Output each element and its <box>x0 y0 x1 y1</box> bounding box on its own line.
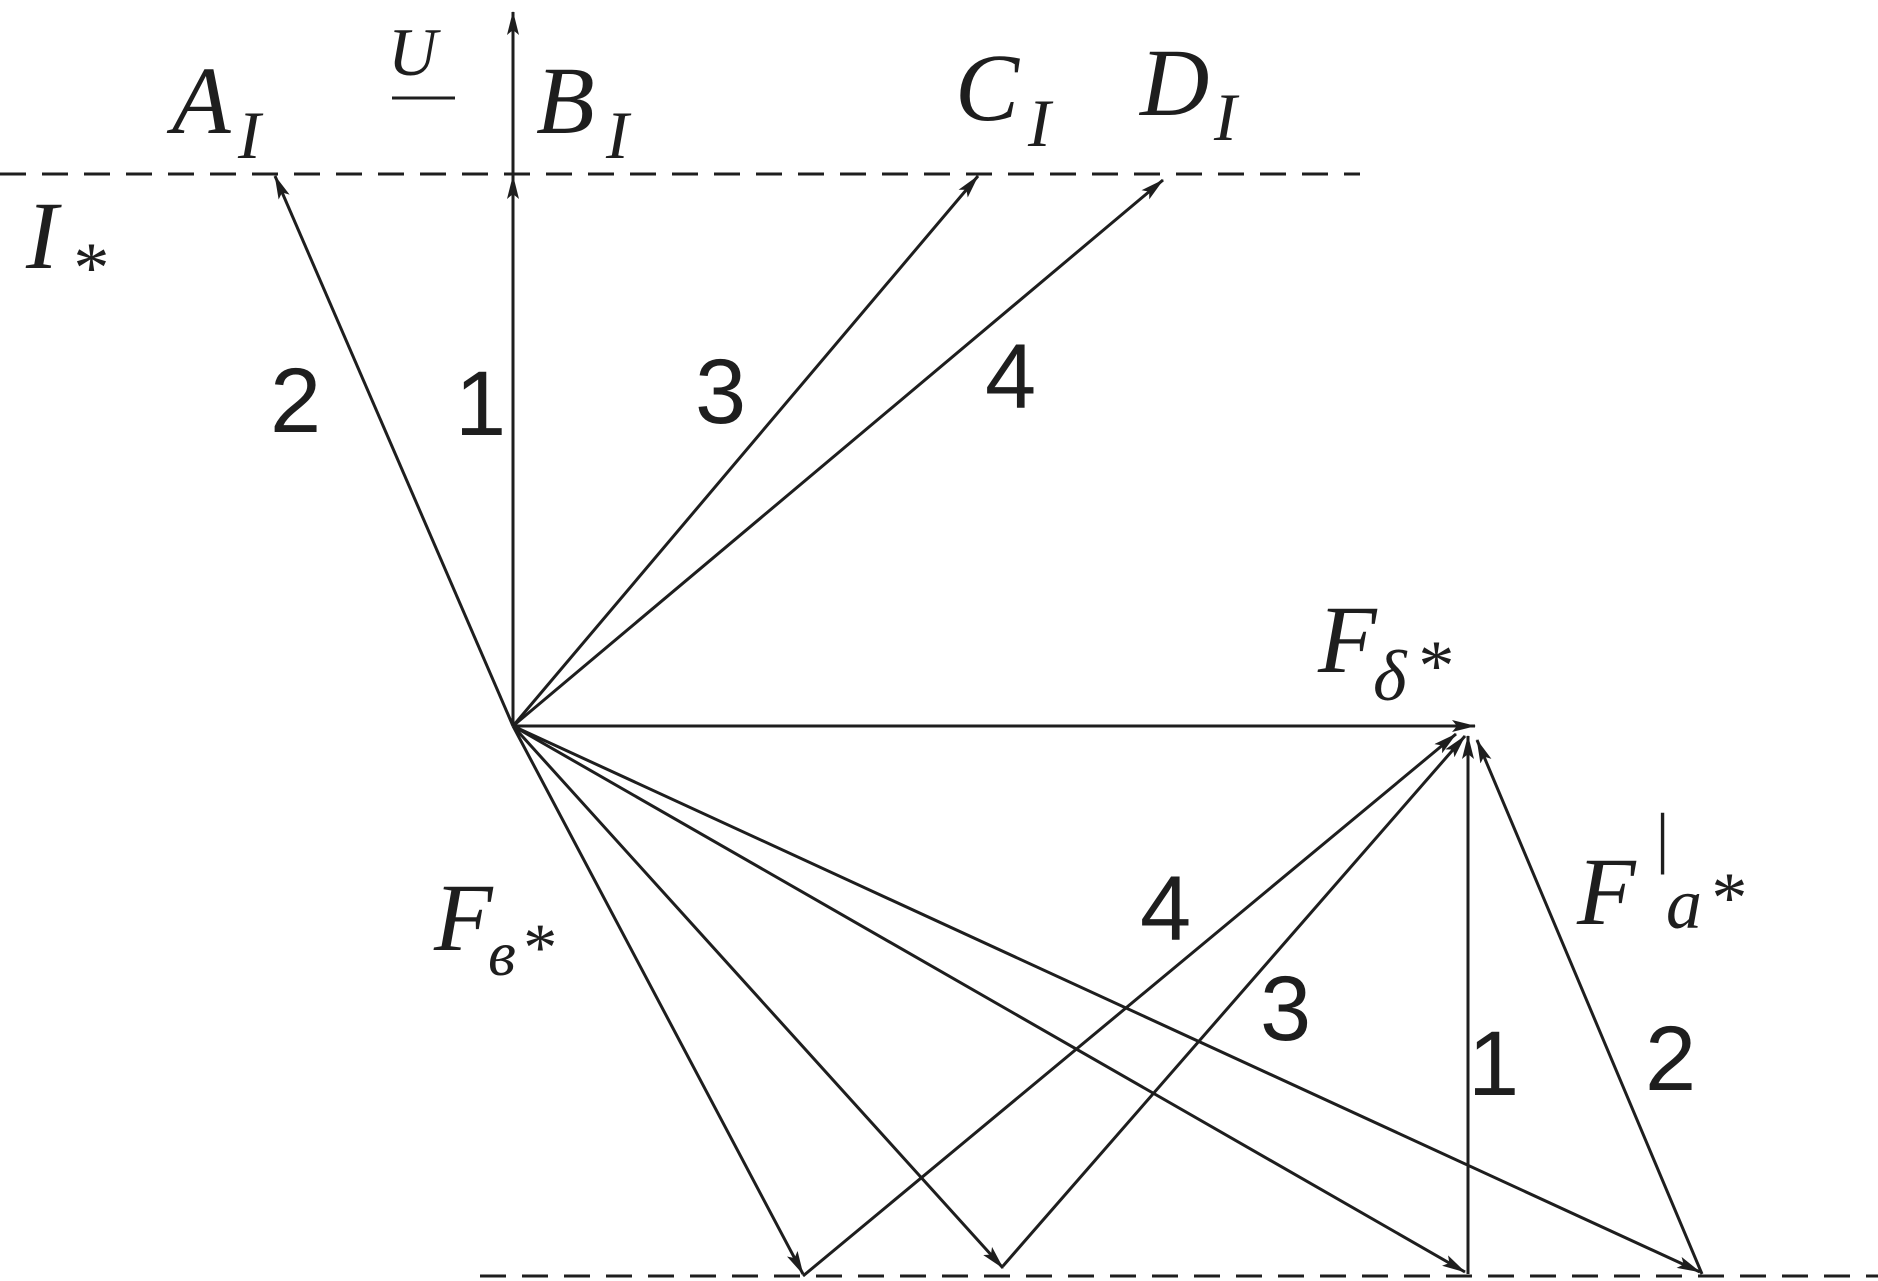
label-f-e-sub: в <box>488 918 516 989</box>
label-c: C <box>955 34 1020 141</box>
label-d-sub: I <box>1213 79 1240 155</box>
number-upper-1: 1 <box>455 353 506 455</box>
label-f-delta-star: * <box>1415 626 1451 706</box>
label-f-e-star: * <box>520 909 554 985</box>
number-upper-4: 4 <box>985 326 1036 428</box>
label-f-a-star: * <box>1708 858 1744 938</box>
label-a-sub: I <box>237 97 264 173</box>
fa-vector-3 <box>1001 735 1467 1267</box>
label-f-a-prime: | <box>1652 799 1671 875</box>
number-lower-4: 4 <box>1140 858 1191 960</box>
fe-vector-2 <box>512 724 1701 1274</box>
fe-vector-1 <box>512 724 1466 1274</box>
label-f-delta-sub: δ <box>1373 636 1408 716</box>
number-lower-1: 1 <box>1468 1013 1519 1115</box>
label-f-a-sub: a <box>1666 864 1702 944</box>
label-c-sub: I <box>1027 85 1054 161</box>
label-b: B <box>536 47 595 154</box>
number-upper-3: 3 <box>695 341 746 443</box>
label-f-a: F <box>1576 838 1637 945</box>
label-u: U <box>388 14 441 90</box>
vector-4-to-d <box>512 178 1164 728</box>
label-i: I <box>25 182 62 289</box>
label-i-star: * <box>70 228 106 308</box>
number-lower-2: 2 <box>1645 1008 1696 1110</box>
fe-vector-4 <box>511 725 805 1275</box>
label-b-sub: I <box>605 97 632 173</box>
vector-2-to-a <box>273 175 515 727</box>
number-upper-2: 2 <box>270 350 321 452</box>
fa-vector-4 <box>802 732 1457 1278</box>
fa-vector-2 <box>1475 739 1704 1275</box>
label-a: A <box>166 47 231 154</box>
number-lower-3: 3 <box>1260 958 1311 1060</box>
label-f-delta: F <box>1317 586 1378 693</box>
label-f-e: F <box>433 864 494 971</box>
label-d: D <box>1138 29 1209 136</box>
vector-3-to-c <box>511 175 980 727</box>
